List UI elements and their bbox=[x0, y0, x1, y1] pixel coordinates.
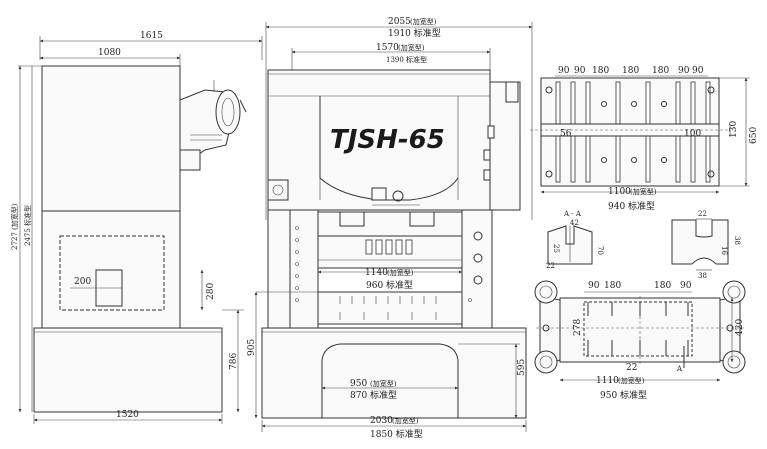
spacing-label: 90 bbox=[678, 66, 690, 76]
spacing-label: 90 bbox=[574, 66, 586, 76]
side-panel-height: 280 bbox=[206, 283, 216, 300]
front-top-wide: 2055 bbox=[388, 17, 411, 27]
bolster-width-wide: 1110 bbox=[596, 376, 619, 386]
spacing-label: 90 bbox=[680, 281, 692, 291]
bolster-plan-view: 90 180 180 90 278 bbox=[534, 280, 746, 401]
tslot-width-38b: 38 bbox=[698, 272, 707, 280]
slide-offset-100: 100 bbox=[684, 129, 701, 139]
side-upper-width: 1080 bbox=[98, 48, 121, 58]
front-slide-std: 960 标准型 bbox=[366, 279, 413, 291]
side-panel-width: 200 bbox=[74, 277, 91, 287]
front-base-wide-note: (加宽型) bbox=[392, 416, 419, 425]
front-top-wide-note: (加宽型) bbox=[410, 17, 437, 26]
side-top-width: 1615 bbox=[140, 31, 163, 41]
spacing-label: 90 bbox=[588, 281, 600, 291]
front-upper-std: 1390 标准型 bbox=[386, 55, 427, 64]
brand-logo: TJSH-65 bbox=[330, 125, 445, 155]
section-aa-22: 22 bbox=[546, 262, 555, 270]
side-height-std: 2475 标准型 bbox=[23, 205, 32, 246]
tslot-profile bbox=[671, 219, 729, 265]
front-left-column bbox=[289, 209, 319, 329]
spacing-label: 90 bbox=[558, 66, 570, 76]
front-height-595: 595 bbox=[517, 359, 527, 376]
front-top-std: 1910 标准型 bbox=[388, 27, 441, 39]
bolster-bolts bbox=[587, 302, 689, 356]
slide-width-wide: 1100 bbox=[608, 187, 631, 197]
column-holes bbox=[295, 226, 483, 302]
section-mark-a: A bbox=[676, 365, 683, 373]
front-base bbox=[261, 327, 527, 419]
tslot-width-22: 22 bbox=[698, 210, 707, 218]
front-opening-std: 870 标准型 bbox=[350, 389, 397, 401]
front-opening-wide: 950 bbox=[350, 379, 367, 389]
front-control-panel bbox=[267, 179, 289, 201]
front-height-905: 905 bbox=[247, 339, 257, 356]
front-right-column bbox=[461, 209, 493, 329]
lift-ring-bl bbox=[534, 350, 558, 374]
front-base-std: 1850 标准型 bbox=[370, 428, 423, 440]
bolster-depth-278: 278 bbox=[573, 319, 583, 336]
front-crown bbox=[267, 69, 491, 211]
lift-ring-tl bbox=[534, 280, 558, 304]
slide-spacing-labels: 90 90 180 180 180 90 90 bbox=[558, 66, 704, 76]
lift-ring-tr bbox=[722, 280, 746, 304]
bolster-width-wide-note: (加宽型) bbox=[618, 376, 645, 385]
section-aa-70: 70 bbox=[596, 246, 604, 255]
front-slide-wide-note: (加宽型) bbox=[387, 268, 414, 277]
slide-plan-view: 90 90 180 180 180 90 90 bbox=[530, 66, 759, 212]
section-aa-label: A - A bbox=[563, 210, 582, 218]
spacing-label: 180 bbox=[622, 66, 639, 76]
bolster-depth-420: 420 bbox=[735, 319, 745, 336]
spacing-label: 180 bbox=[604, 281, 621, 291]
spacing-label: 180 bbox=[592, 66, 609, 76]
bolster-width-22: 22 bbox=[626, 363, 637, 373]
side-base-width: 1520 bbox=[116, 410, 139, 420]
section-aa: A - A 42 70 25 22 bbox=[546, 210, 604, 270]
slide-width-std: 940 标准型 bbox=[608, 200, 655, 212]
slide-bolts bbox=[365, 239, 413, 255]
front-upper-wide-note: (加宽型) bbox=[398, 43, 425, 52]
front-base-wide: 2030 bbox=[370, 416, 393, 426]
side-base-height: 786 bbox=[229, 353, 239, 370]
lift-ring-br bbox=[722, 350, 746, 374]
bolster-width-std: 950 标准型 bbox=[600, 389, 647, 401]
slide-offset-56: 56 bbox=[560, 129, 572, 139]
slide-depth-130: 130 bbox=[729, 121, 739, 138]
tslot-detail: 22 38 16 38 bbox=[671, 210, 741, 280]
tslot-height-38a: 38 bbox=[733, 236, 741, 245]
side-base bbox=[33, 327, 223, 413]
spacing-label: 90 bbox=[692, 66, 704, 76]
side-flywheel bbox=[215, 89, 241, 135]
front-upper-wide: 1570 bbox=[376, 43, 399, 53]
side-electric-box bbox=[59, 235, 165, 311]
slide-depth-650: 650 bbox=[749, 127, 759, 144]
front-side-housing bbox=[489, 81, 521, 211]
side-height-wide: 2727 (加宽型) bbox=[10, 203, 19, 250]
spacing-label: 180 bbox=[652, 66, 669, 76]
section-aa-42: 42 bbox=[570, 219, 579, 227]
front-slide-wide: 1140 bbox=[365, 268, 388, 278]
spacing-label: 180 bbox=[654, 281, 671, 291]
slide-holes bbox=[545, 86, 715, 178]
front-opening-wide-note: (加宽型) bbox=[370, 379, 397, 388]
bolster-spacing-labels: 90 180 180 90 bbox=[588, 281, 692, 291]
bolster-pins bbox=[339, 296, 437, 320]
front-view: 2055 (加宽型) 1910 标准型 1570 (加宽型) 1390 标准型 … bbox=[247, 17, 533, 440]
slide-width-wide-note: (加宽型) bbox=[630, 187, 657, 196]
section-aa-25: 25 bbox=[552, 244, 560, 253]
tslot-height-16: 16 bbox=[720, 246, 728, 255]
side-view: 1615 1080 200 280 786 bbox=[10, 31, 263, 424]
front-bolster bbox=[317, 291, 463, 325]
